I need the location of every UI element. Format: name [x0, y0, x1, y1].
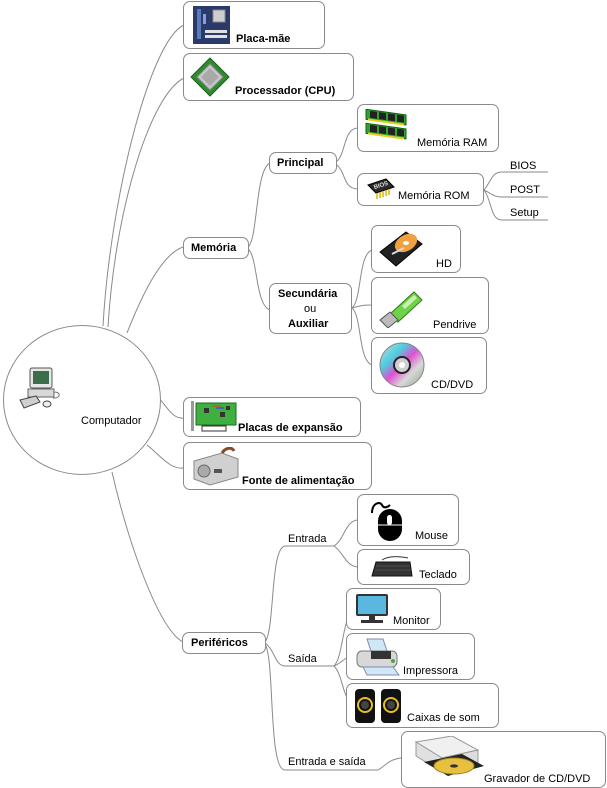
node-fonte[interactable]: Fonte de alimentação — [183, 442, 372, 490]
motherboard-icon — [193, 6, 230, 44]
secundaria-label-line1: Secundária — [278, 288, 338, 300]
printer-icon — [356, 638, 400, 676]
node-memoria[interactable]: Memória — [183, 237, 249, 259]
link-secundaria-cd — [351, 307, 373, 366]
root-node-computador[interactable]: Computador — [3, 325, 161, 475]
root-label: Computador — [81, 415, 142, 427]
node-pendrive[interactable]: Pendrive — [371, 277, 489, 334]
teclado-label: Teclado — [419, 569, 457, 581]
node-memoria-rom[interactable]: BIOS Memória ROM — [357, 173, 484, 206]
node-perifericos[interactable]: Periféricos — [182, 632, 266, 654]
link-root-perifericos — [111, 471, 184, 643]
cd-dvd-label: CD/DVD — [431, 379, 474, 391]
link-entrada-teclado — [333, 545, 358, 568]
node-processador[interactable]: Processador (CPU) — [183, 53, 354, 101]
monitor-icon — [356, 594, 388, 623]
link-root-memoria — [126, 246, 184, 334]
link-perifericos-entrada — [264, 545, 334, 643]
node-placa-mae[interactable]: Placa-mãe — [183, 1, 325, 49]
rom-child-setup[interactable]: Setup — [510, 207, 539, 219]
node-gravador-cd-dvd[interactable]: Gravador de CD/DVD — [401, 731, 606, 788]
mouse-icon — [371, 502, 402, 541]
fonte-label: Fonte de alimentação — [242, 475, 355, 487]
node-caixas-de-som[interactable]: Caixas de som — [346, 683, 499, 728]
mouse-label: Mouse — [415, 530, 449, 542]
link-memoria-principal — [247, 162, 271, 248]
link-memoria-secundaria — [247, 248, 271, 311]
link-principal-rom — [335, 163, 358, 190]
bios-chip-icon: BIOS — [367, 178, 395, 199]
perifericos-label: Periféricos — [191, 637, 248, 649]
link-principal-ram — [335, 127, 358, 163]
link-root-placa-mae — [102, 24, 185, 327]
optical-drive-icon — [414, 736, 484, 776]
memoria-ram-label: Memória RAM — [417, 137, 488, 149]
keyboard-icon — [371, 556, 413, 577]
memoria-rom-label: Memória ROM — [398, 190, 470, 202]
link-secundaria-hd — [351, 249, 373, 309]
desktop-computer-icon — [19, 367, 60, 409]
expansion-card-icon — [191, 401, 237, 432]
entrada-e-saida-label[interactable]: Entrada e saída — [288, 756, 366, 768]
memoria-label: Memória — [191, 242, 237, 254]
node-memoria-ram[interactable]: Memória RAM — [357, 104, 499, 152]
optical-disc-icon — [379, 342, 425, 388]
speakers-icon — [355, 689, 401, 723]
link-entrada-mouse — [333, 519, 358, 547]
node-secundaria[interactable]: Secundária ou Auxiliar — [269, 283, 352, 334]
rom-child-bios[interactable]: BIOS — [510, 160, 537, 172]
link-root-fonte — [146, 444, 185, 469]
rom-child-post[interactable]: POST — [510, 184, 540, 196]
node-impressora[interactable]: Impressora — [346, 633, 475, 680]
node-hd[interactable]: HD — [371, 225, 461, 273]
caixas-de-som-label: Caixas de som — [407, 712, 480, 724]
placa-mae-label: Placa-mãe — [236, 33, 291, 45]
secundaria-label-line2: ou — [304, 303, 317, 315]
link-entrada-saida-gravador — [377, 757, 402, 771]
node-principal[interactable]: Principal — [269, 152, 337, 174]
secundaria-label-line3: Auxiliar — [288, 318, 329, 330]
impressora-label: Impressora — [403, 665, 459, 677]
ram-modules-icon — [365, 109, 407, 140]
pendrive-label: Pendrive — [433, 319, 477, 331]
power-supply-icon — [193, 447, 239, 486]
gravador-label: Gravador de CD/DVD — [484, 773, 591, 785]
principal-label: Principal — [277, 157, 324, 169]
node-teclado[interactable]: Teclado — [357, 549, 470, 585]
processador-label: Processador (CPU) — [235, 85, 336, 97]
saida-label[interactable]: Saída — [288, 653, 317, 665]
link-root-processador — [107, 77, 185, 328]
cpu-chip-icon — [190, 57, 230, 97]
usb-flash-drive-icon — [379, 291, 423, 328]
svg-text:BIOS: BIOS — [373, 181, 389, 191]
hd-label: HD — [436, 258, 452, 270]
hard-disk-icon — [379, 231, 423, 267]
entrada-label[interactable]: Entrada — [288, 533, 327, 545]
node-mouse[interactable]: Mouse — [357, 494, 459, 546]
node-cd-dvd[interactable]: CD/DVD — [371, 337, 487, 394]
placas-expansao-label: Placas de expansão — [238, 422, 343, 434]
node-placas-expansao[interactable]: Placas de expansão — [183, 397, 361, 437]
monitor-label: Monitor — [393, 615, 430, 627]
link-secundaria-pendrive — [351, 304, 373, 309]
node-monitor[interactable]: Monitor — [346, 588, 441, 630]
